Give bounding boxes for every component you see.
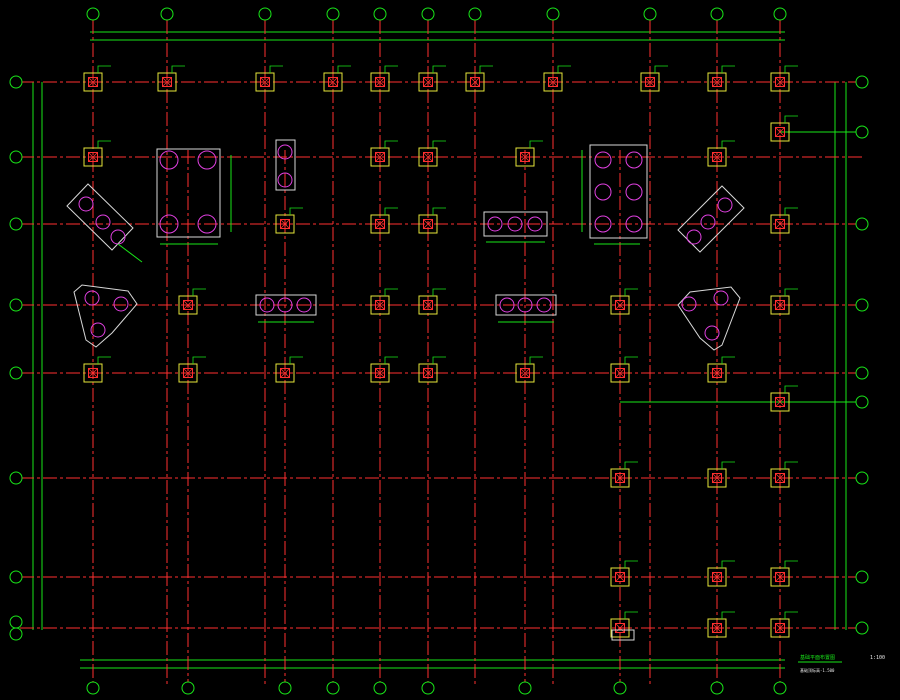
- drawing-title: 基础平面布置图: [800, 654, 835, 661]
- pile-cap-2: [157, 65, 185, 92]
- pile-cap-22: [178, 288, 206, 315]
- pile-cap-9: [640, 65, 668, 92]
- pile-cap-44: [610, 611, 638, 638]
- pile-cap-18: [275, 207, 303, 234]
- right-axis-bubbles: [855, 75, 869, 635]
- pile-cap-12: [83, 140, 111, 167]
- pile-cap-28: [178, 356, 206, 383]
- bottom-cap-col11: [611, 629, 635, 641]
- four-pile-cap-left: [156, 148, 232, 245]
- horizontal-cap-row3-col9: [495, 294, 557, 323]
- horizontal-cap-row3-col4: [255, 294, 317, 323]
- pile-cap-26: [770, 288, 798, 315]
- vertical-grid-lines: [92, 20, 781, 684]
- pile-cap-32: [515, 356, 543, 383]
- two-pile-cap-col4: [275, 139, 296, 191]
- pile-cap-19: [370, 207, 398, 234]
- triangle-cap-left-lower: [73, 284, 138, 348]
- pile-cap-34: [707, 356, 735, 383]
- pile-cap-16: [707, 140, 735, 167]
- dimension-frame: [32, 31, 847, 669]
- horizontal-grid-lines: [20, 81, 865, 629]
- drawing-subtitle: 基础顶标高-1.500: [800, 667, 835, 673]
- pile-cap-41: [770, 560, 798, 587]
- pile-cap-42: [707, 611, 735, 638]
- pile-cap-23: [370, 288, 398, 315]
- pile-cap-15: [515, 140, 543, 167]
- pile-cap-35: [770, 385, 798, 412]
- pile-cap-33: [610, 356, 638, 383]
- pile-cap-4: [323, 65, 351, 92]
- pile-cap-6: [418, 65, 446, 92]
- pile-cap-11: [770, 65, 798, 92]
- pile-cap-27: [83, 356, 111, 383]
- left-axis-bubbles: [9, 75, 23, 641]
- triangle-cap-left-upper: [66, 183, 143, 263]
- pile-cap-24: [418, 288, 446, 315]
- four-pile-cap-right: [581, 144, 648, 245]
- pile-cap-5: [370, 65, 398, 92]
- drawing-scale: 1:100: [870, 655, 885, 661]
- right-extension-lines: [620, 131, 865, 403]
- single-pile-caps: [83, 65, 798, 638]
- pile-cap-20: [418, 207, 446, 234]
- pile-cap-10: [707, 65, 735, 92]
- pile-cap-25: [610, 288, 638, 315]
- pile-cap-8: [543, 65, 571, 92]
- pile-cap-21: [770, 207, 798, 234]
- pile-cap-36: [610, 461, 638, 488]
- pile-cap-43: [770, 611, 798, 638]
- pile-cap-7: [465, 65, 493, 92]
- pile-cap-38: [770, 461, 798, 488]
- triangle-cap-right-lower: [677, 286, 741, 351]
- title-block: 基础平面布置图 1:100 基础顶标高-1.500: [798, 654, 885, 673]
- pile-cap-40: [707, 560, 735, 587]
- pile-cap-3: [255, 65, 283, 92]
- bottom-axis-bubbles: [86, 681, 787, 695]
- triangle-cap-right-upper: [677, 185, 745, 253]
- pile-cap-1: [83, 65, 111, 92]
- pile-cap-39: [610, 560, 638, 587]
- pile-cap-31: [418, 356, 446, 383]
- top-axis-bubbles: [86, 7, 787, 21]
- horizontal-cap-row2-col9: [483, 211, 548, 243]
- pile-cap-30: [370, 356, 398, 383]
- pile-cap-29: [275, 356, 303, 383]
- pile-cap-37: [707, 461, 735, 488]
- pile-cap-17: [770, 115, 798, 142]
- pile-cap-14: [418, 140, 446, 167]
- pile-cap-13: [370, 140, 398, 167]
